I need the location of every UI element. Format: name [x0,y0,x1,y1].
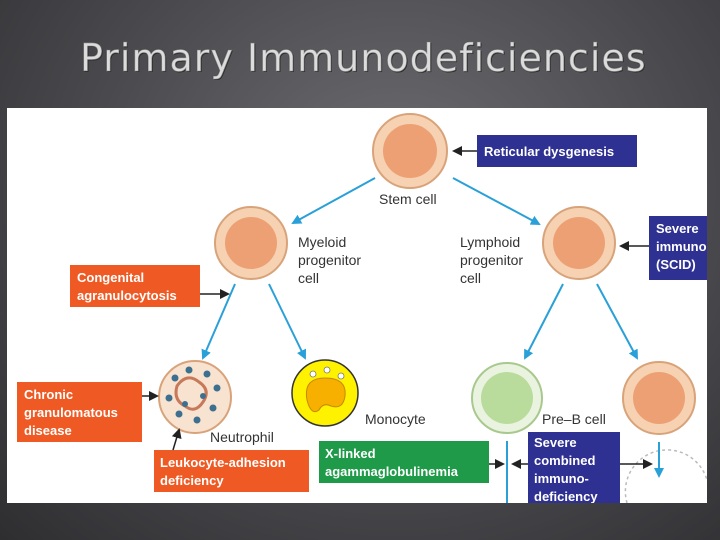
arrow-lad-block [171,428,182,451]
congenital-agranulocytosis-text: Congenital agranulocytosis [77,270,177,303]
lymphoid-label-line1: Lymphoid [460,234,520,250]
stem-cell-label: Stem cell [379,191,437,207]
reticular-dysgenesis-box: Reticular dysgenesis [477,135,637,167]
scid-bottom-line2: combined [534,453,595,468]
t-cell-precursor [622,361,696,435]
congenital-line1: Congenital [77,270,144,285]
xla-line2: agammaglobulinemia [325,464,459,479]
monocyte-cell [291,359,359,427]
scid-top-line1: Severe [656,221,699,236]
scid-bottom-box: Severe combined immuno- deficiency [528,432,620,503]
immune-cell-lineage-diagram: Stem cell Myeloid progenitor cell Lympho… [17,113,707,503]
cgd-line1: Chronic [24,387,73,402]
scid-bottom-line3: immuno- [534,471,589,486]
scid-top-text: Severe immuno (SCID) [656,221,707,272]
neutrophil-label: Neutrophil [210,429,274,445]
x-linked-agammaglobulinemia-box: X-linked agammaglobulinemia [319,441,489,483]
scid-top-line2: immuno [656,239,707,254]
neutrophil-cell [158,360,232,434]
pre-b-cell [471,362,543,434]
myeloid-label-line2: progenitor [298,252,361,268]
lymphoid-progenitor-cell [542,206,616,280]
partial-cell-outline [624,449,707,503]
scid-bottom-text: Severe combined immuno- deficiency [534,435,599,503]
congenital-agranulocytosis-box: Congenital agranulocytosis [70,265,200,307]
arrow-lymphoid-to-preb [524,283,564,360]
lad-line1: Leukocyte-adhesion [160,455,286,470]
diagram-panel: Stem cell Myeloid progenitor cell Lympho… [7,108,707,503]
cgd-text: Chronic granulomatous disease [24,387,122,438]
myeloid-label-line1: Myeloid [298,234,346,250]
reticular-dysgenesis-text: Reticular dysgenesis [484,144,614,159]
myeloid-label-line3: cell [298,270,319,286]
lymphoid-label-line3: cell [460,270,481,286]
lymphoid-label: Lymphoid progenitor cell [460,234,527,286]
myeloid-label: Myeloid progenitor cell [298,234,365,286]
cgd-line2: granulomatous [24,405,118,420]
arrow-stem-to-lymphoid [452,177,541,225]
monocyte-label: Monocyte [365,411,426,427]
pre-b-cell-label: Pre–B cell [542,411,606,427]
chronic-granulomatous-disease-box: Chronic granulomatous disease [17,382,142,442]
scid-bottom-line4: deficiency [534,489,598,503]
myeloid-progenitor-cell [214,206,288,280]
slide-title: Primary Immunodeficiencies [80,36,647,81]
scid-top-line3: (SCID) [656,257,696,272]
xla-text: X-linked agammaglobulinemia [325,446,459,479]
scid-bottom-line1: Severe [534,435,577,450]
scid-top-box: Severe immuno (SCID) [649,216,707,280]
arrow-stem-to-myeloid [291,177,376,224]
stem-cell [372,113,448,189]
lad-text: Leukocyte-adhesion deficiency [160,455,289,488]
lad-line2: deficiency [160,473,224,488]
congenital-line2: agranulocytosis [77,288,177,303]
arrow-lymphoid-to-tcell [596,283,638,360]
xla-line1: X-linked [325,446,376,461]
arrow-myeloid-to-monocyte [268,283,306,360]
cgd-line3: disease [24,423,72,438]
arrow-myeloid-to-neutrophil [201,283,236,360]
lymphoid-label-line2: progenitor [460,252,523,268]
leukocyte-adhesion-deficiency-box: Leukocyte-adhesion deficiency [154,450,309,492]
